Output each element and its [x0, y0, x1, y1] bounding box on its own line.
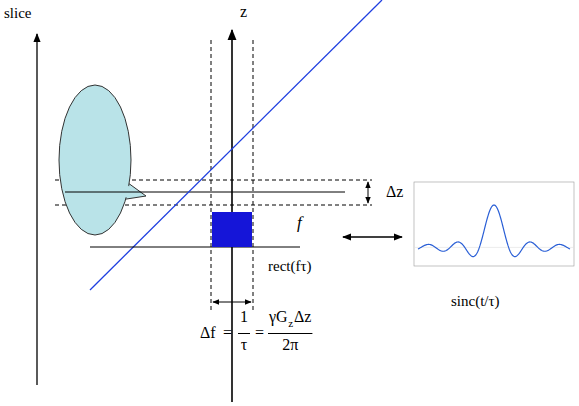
formula-term: Δf [200, 325, 216, 341]
formula-term: γG [269, 309, 288, 325]
sinc-plot [414, 205, 574, 257]
axis-label: slice [4, 6, 32, 21]
fraction-bar [238, 333, 250, 334]
object-ellipse [59, 85, 131, 235]
fraction-bar [268, 333, 312, 334]
dz-arrow [368, 182, 369, 203]
axis-label: z [240, 4, 247, 20]
formula-term: 2π [282, 337, 298, 353]
object-join [121, 182, 141, 198]
axis-label: f [297, 214, 302, 231]
plot-baseline [414, 247, 574, 248]
fourier-arrow [343, 236, 402, 237]
function-label: rect(fτ) [268, 259, 312, 274]
function-label: sinc(t/τ) [451, 294, 500, 309]
rect-spectrum [212, 212, 252, 247]
formula-sign: = [223, 325, 232, 341]
object-tail [120, 180, 146, 200]
formula-sign: = [255, 325, 264, 341]
formula-subscript: z [288, 318, 293, 329]
sinc-curve [418, 205, 570, 257]
formula-term: τ [241, 337, 247, 353]
gradient-line [90, 0, 382, 290]
formula-term: 1 [240, 309, 248, 325]
frequency-axis [90, 247, 300, 248]
band-edge [253, 40, 254, 310]
slice-center [65, 192, 345, 193]
fraction-bars [238, 333, 312, 334]
df-arrow [213, 302, 251, 303]
plot-frame [414, 182, 574, 266]
formula-term: Δz [294, 309, 311, 325]
dimension-label: Δz [386, 184, 403, 200]
band-edge [211, 40, 212, 310]
slice-axis [36, 34, 37, 385]
